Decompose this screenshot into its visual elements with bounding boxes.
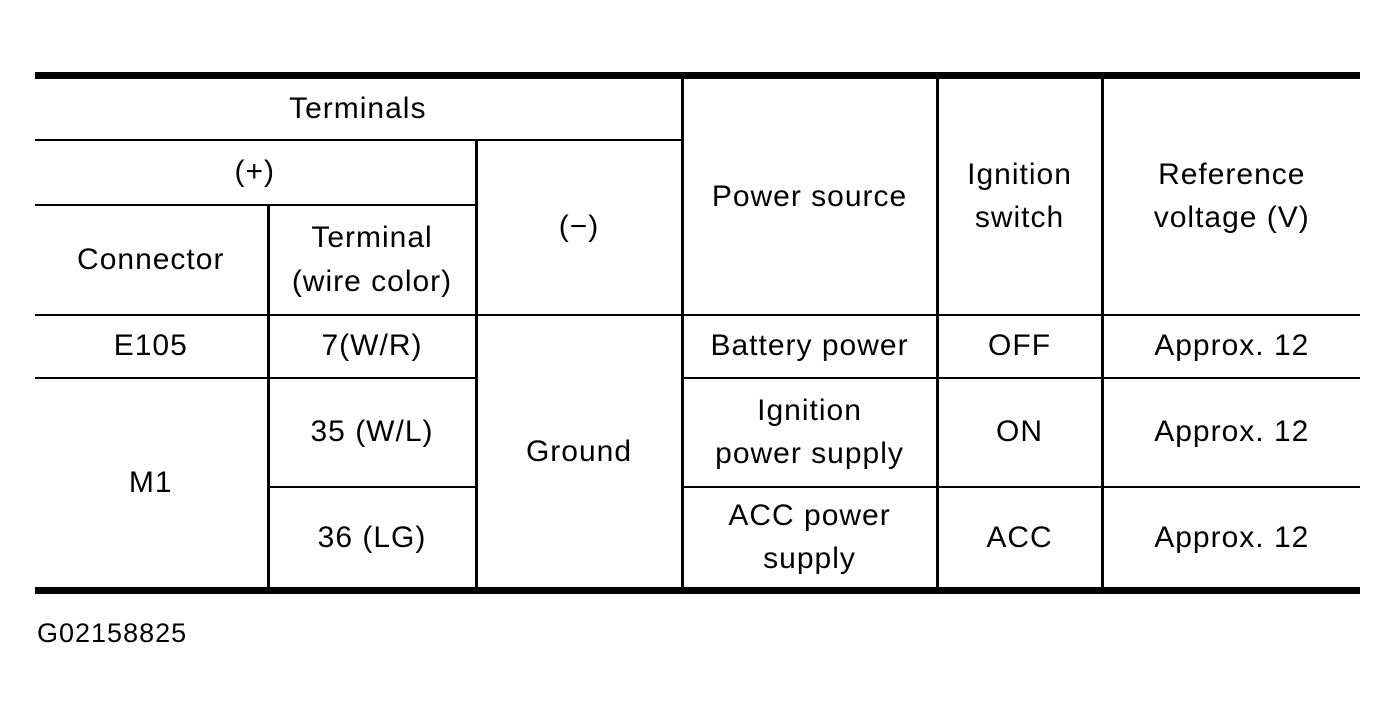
header-terminals: Terminals — [35, 72, 684, 141]
header-power-source: Power source — [680, 72, 939, 316]
header-terminal-wire-color: Terminal (wire color) — [266, 203, 478, 316]
cell-ground: Ground — [474, 313, 684, 594]
cell-switch-acc: ACC — [935, 485, 1104, 594]
header-ignition-switch: Ignition switch — [935, 72, 1104, 316]
header-connector: Connector — [35, 203, 270, 316]
cell-connector-m1: M1 — [35, 376, 270, 594]
table-row: E105 7(W/R) Ground Battery power OFF App… — [35, 313, 1361, 594]
cell-voltage-acc: Approx. 12 — [1100, 485, 1361, 594]
header-minus: (−) — [474, 138, 684, 316]
cell-switch-off: OFF — [935, 313, 1104, 379]
cell-voltage-ignition: Approx. 12 — [1100, 376, 1361, 488]
header-plus: (+) — [35, 138, 478, 206]
cell-voltage-battery: Approx. 12 — [1100, 313, 1361, 379]
cell-power-ignition: Ignition power supply — [680, 376, 939, 488]
voltage-reference-table: Terminals Power source Ignition switch R… — [35, 72, 1361, 594]
cell-connector-e105: E105 — [35, 313, 270, 379]
cell-terminal-35wl: 35 (W/L) — [266, 376, 478, 488]
table-row: M1 35 (W/L) Ignition power supply ON App… — [35, 376, 1361, 594]
cell-terminal-36lg: 36 (LG) — [266, 485, 478, 594]
cell-power-battery: Battery power — [680, 313, 939, 379]
cell-switch-on: ON — [935, 376, 1104, 488]
table-row: 36 (LG) ACC power supply ACC Approx. 12 — [35, 485, 1361, 594]
cell-terminal-7wr: 7(W/R) — [266, 313, 478, 379]
header-reference-voltage: Reference voltage (V) — [1100, 72, 1361, 316]
figure-id: G02158825 — [37, 618, 188, 648]
cell-power-acc: ACC power supply — [680, 485, 939, 594]
